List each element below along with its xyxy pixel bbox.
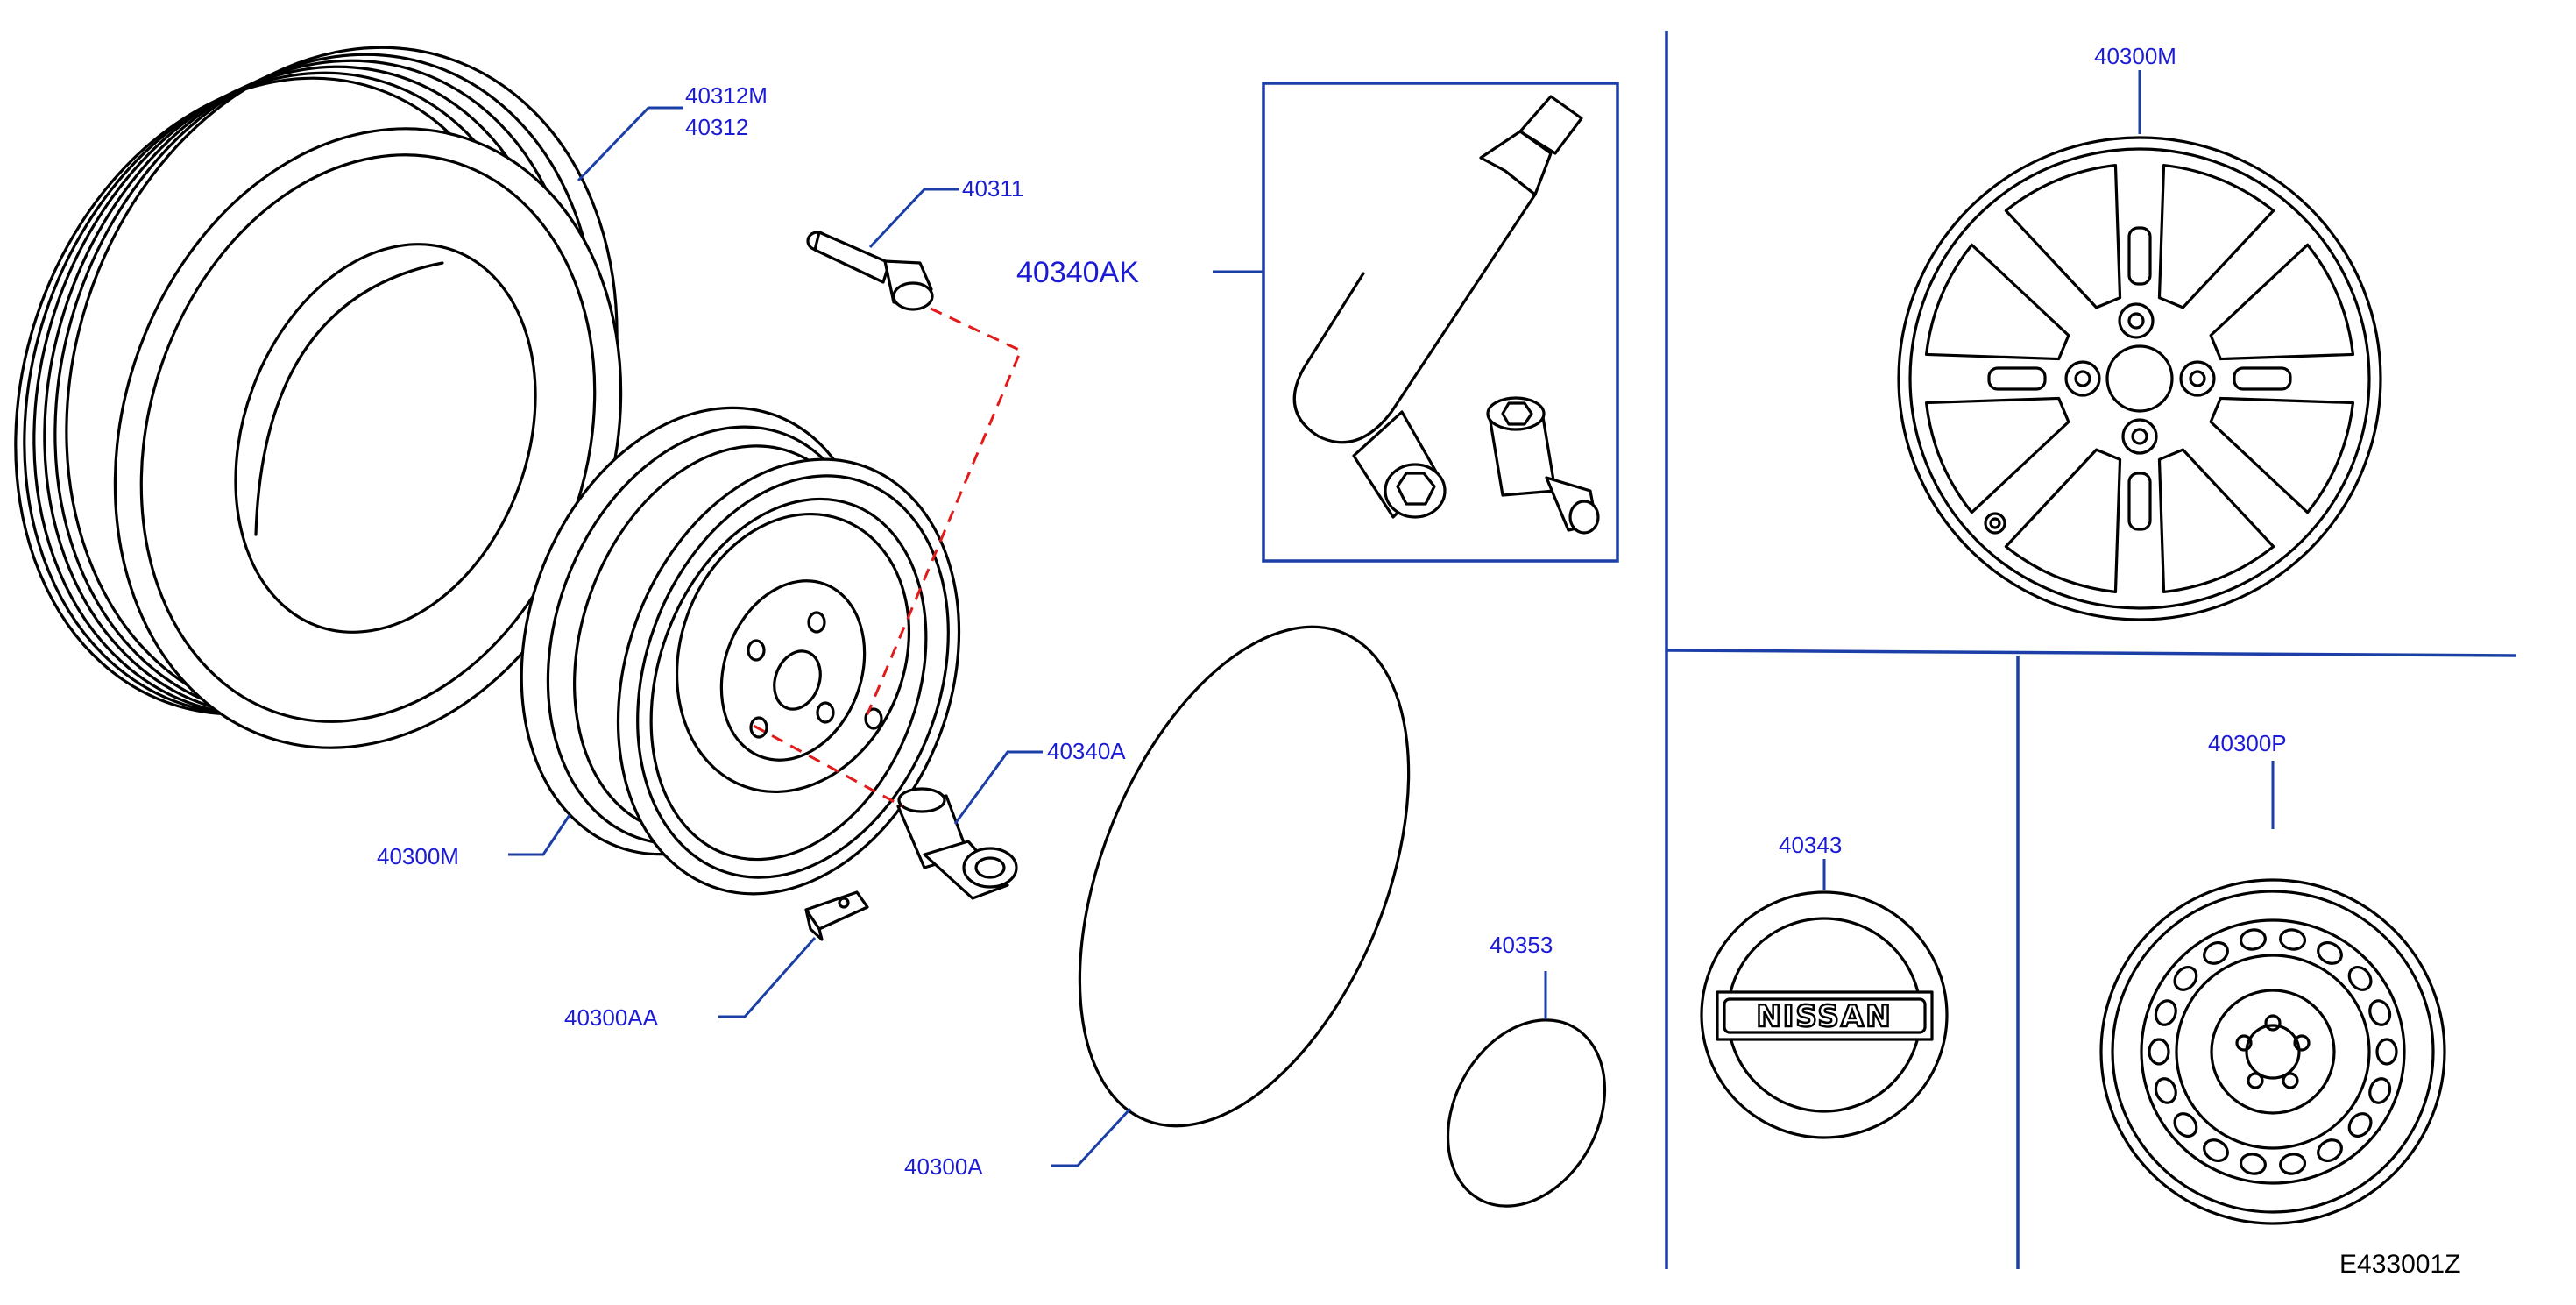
label-tire-1: 40312M	[685, 82, 768, 109]
alloy-window	[1924, 243, 2070, 361]
center-cap-drawing: NISSAN	[1700, 890, 1949, 1139]
steel-wheel-vent-hole	[2154, 1077, 2177, 1104]
alloy-window	[1924, 396, 2070, 514]
steel-wheel-vent-hole	[2347, 1112, 2373, 1138]
alloy-window	[2004, 163, 2122, 309]
label-balance-weight: 40300AA	[564, 1004, 659, 1031]
valve-drawing	[806, 231, 934, 311]
label-steel-wheel: 40300M	[377, 843, 459, 869]
steel-wheel-vent-hole	[2317, 940, 2343, 965]
alloy-spoke-slot	[2233, 366, 2292, 391]
label-lock-set: 40340AK	[1016, 256, 1139, 289]
lock-set-box	[1213, 82, 1619, 563]
steel-wheel-vent-hole	[2279, 1153, 2307, 1175]
alloy-window	[2157, 163, 2275, 309]
steel-wheel-vent-hole	[2173, 965, 2198, 991]
steel-wheel-vent-hole	[2279, 928, 2307, 951]
alloy-window	[2209, 243, 2355, 361]
label-lock-nut: 40340A	[1047, 738, 1126, 764]
alloy-spoke-slot	[2127, 226, 2152, 286]
steel-wheel-vent-hole	[2173, 1112, 2198, 1138]
steel-wheel-vent-hole	[2239, 1153, 2267, 1175]
tire-drawing	[14, 46, 623, 749]
steel-wheel-vent-hole	[2368, 999, 2392, 1026]
alloy-window	[2209, 396, 2355, 514]
steel-wheel-vent-hole	[2239, 928, 2267, 951]
label-valve: 40311	[962, 175, 1023, 202]
steel-wheel-p-drawing	[2099, 878, 2446, 1225]
alloy-spoke-slot	[1987, 366, 2047, 391]
steel-wheel-vent-hole	[2347, 965, 2373, 991]
steel-wheel-drawing	[520, 406, 961, 896]
steel-wheel-vent-hole	[2154, 999, 2177, 1026]
label-alloy-wheel: 40300M	[2094, 43, 2176, 69]
leader-lines	[508, 70, 2275, 1167]
center-cap-brand: NISSAN	[1756, 999, 1892, 1034]
label-wheel-cover: 40300A	[904, 1153, 983, 1180]
figure-code: E433001Z	[2339, 1250, 2460, 1279]
alloy-wheel-drawing	[1897, 136, 2382, 621]
label-steel-wheel-p: 40300P	[2208, 730, 2287, 756]
assembly-dashed-lines	[753, 307, 1023, 808]
panel-dividers	[1665, 31, 2517, 1269]
label-center-cap: 40343	[1779, 832, 1842, 858]
lock-nut-drawing	[896, 787, 1018, 900]
balance-weight-drawing	[804, 890, 869, 941]
steel-wheel-vent-hole	[2203, 940, 2229, 965]
steel-wheel-vent-hole	[2317, 1138, 2343, 1163]
steel-wheel-vent-hole	[2148, 1038, 2170, 1066]
alloy-window	[2157, 448, 2275, 594]
steel-wheel-vent-hole	[2203, 1138, 2229, 1163]
label-cap-small: 40353	[1490, 932, 1553, 958]
small-cap-drawing	[1446, 1018, 1607, 1208]
steel-wheel-vent-hole	[2368, 1077, 2392, 1104]
alloy-spoke-slot	[2127, 472, 2152, 531]
wheel-cover-drawing	[1078, 625, 1411, 1128]
part-labels: 40312M 40312 40311 40340AK 40300M 40340A…	[377, 43, 2460, 1279]
label-tire-2: 40312	[685, 114, 748, 140]
alloy-window	[2004, 448, 2122, 594]
steel-wheel-vent-hole	[2375, 1038, 2398, 1066]
